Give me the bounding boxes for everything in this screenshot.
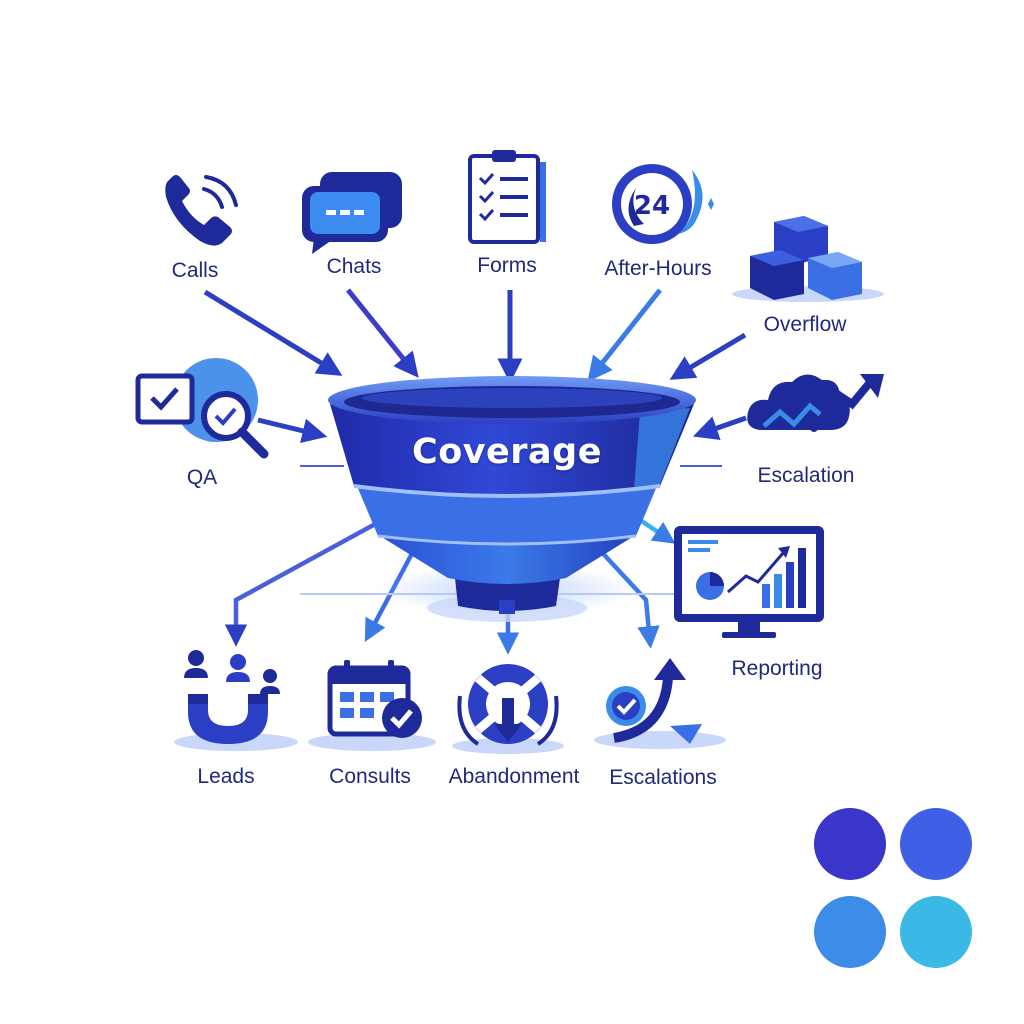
lifebuoy-arrow-icon <box>452 664 564 754</box>
label-reporting: Reporting <box>731 657 823 680</box>
cloud-trend-arrow-icon <box>747 374 884 432</box>
swatch-4 <box>900 896 972 968</box>
label-chats: Chats <box>326 255 382 278</box>
arrow-to-escalations <box>594 544 660 649</box>
clock-24-moon-icon: 24 <box>612 164 714 244</box>
label-escalation: Escalation <box>757 464 855 487</box>
monitor-chart-icon <box>674 526 824 638</box>
coverage-funnel <box>328 376 696 622</box>
arrow-to-leads <box>224 514 392 647</box>
arrow-overflow <box>669 332 747 380</box>
inbound-arrows <box>203 288 747 444</box>
swatch-3 <box>814 896 886 968</box>
label-escalations: Escalations <box>609 766 717 789</box>
label-calls: Calls <box>171 259 219 282</box>
check-up-arrow-icon <box>594 658 726 749</box>
magnet-people-icon <box>174 650 298 751</box>
swatch-2 <box>900 808 972 880</box>
arrow-qa <box>257 417 328 444</box>
label-leads: Leads <box>197 765 255 788</box>
label-overflow: Overflow <box>763 313 847 336</box>
swatch-1 <box>814 808 886 880</box>
chat-bubble-icon <box>302 172 402 254</box>
badge-24: 24 <box>634 191 670 221</box>
arrow-after-hours <box>587 288 662 382</box>
label-consults: Consults <box>329 765 411 788</box>
calendar-check-icon <box>308 660 436 751</box>
label-after-hours: After-Hours <box>604 257 712 280</box>
label-forms: Forms <box>477 254 537 277</box>
clipboard-checklist-icon <box>468 150 546 244</box>
label-abandonment: Abandonment <box>448 765 580 788</box>
center-label: Coverage <box>412 432 602 472</box>
stacked-boxes-icon <box>732 216 884 302</box>
arrow-calls <box>203 289 343 376</box>
arrow-escalation <box>692 415 747 441</box>
color-palette <box>814 808 972 968</box>
phone-icon <box>165 175 238 246</box>
checkbox-magnifier-icon <box>135 358 269 459</box>
arrow-chats <box>346 288 419 378</box>
label-qa: QA <box>186 466 218 489</box>
